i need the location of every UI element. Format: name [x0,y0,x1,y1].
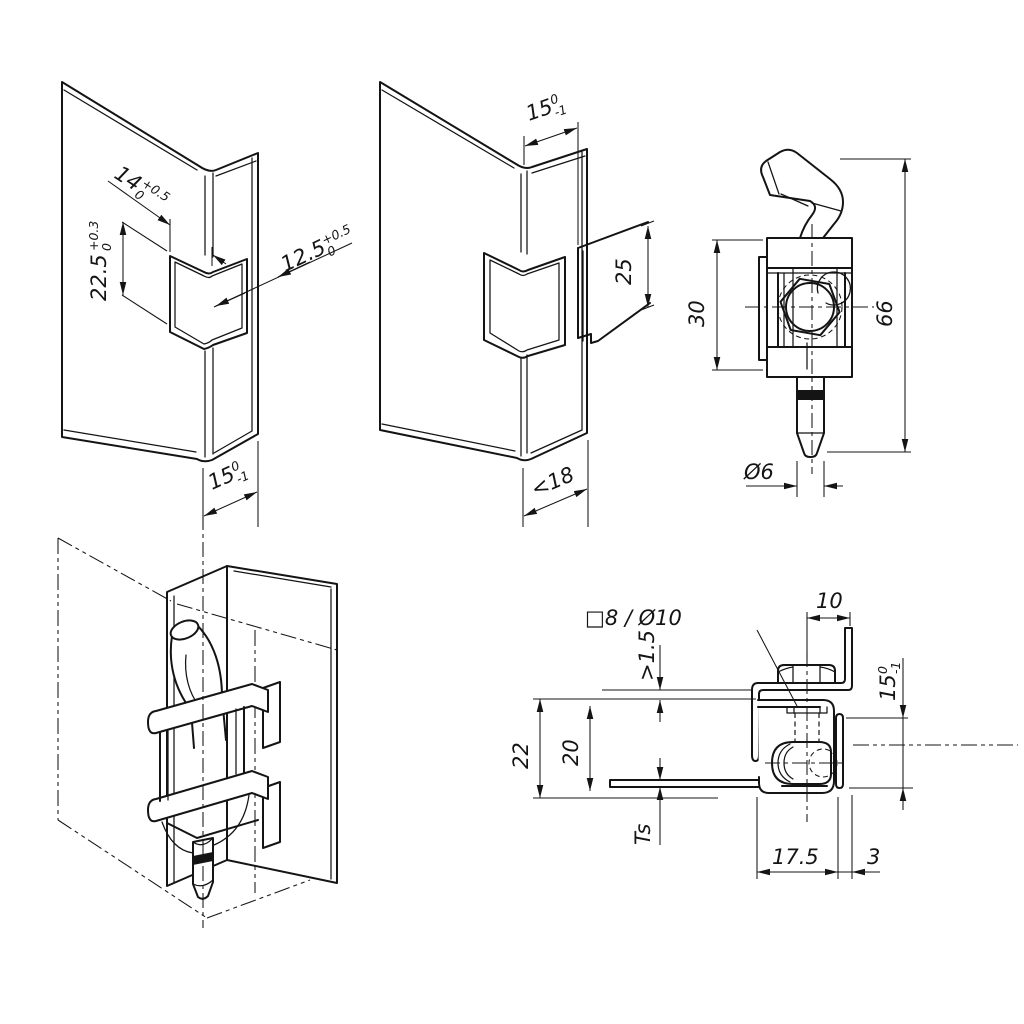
panel-outline-rear [379,81,588,462]
svg-text:>1.5: >1.5 [635,630,659,681]
dim-height-22: 22 [509,742,533,769]
svg-text:15: 15 [876,674,900,701]
dim-panel-thickness: Ts [631,824,655,845]
frame-profile [751,627,853,762]
svg-text:0: 0 [99,243,114,251]
svg-text:Ts: Ts [631,824,655,845]
dim-clearance: >1.5 [635,630,659,681]
svg-text:20: 20 [559,739,583,766]
svg-text:-1: -1 [888,662,903,674]
dim-strip-height: 25 [612,258,636,285]
dim-strip-height-section: 15 0 -1 [875,662,903,701]
frame-return-strip-section [835,713,844,789]
svg-text:+0.5: +0.5 [319,221,353,247]
svg-text:-1: -1 [234,468,251,487]
svg-text:30: 30 [685,300,709,327]
svg-text:22.5: 22.5 [87,254,111,301]
dim-total-height: 66 [873,300,897,327]
dim-depth-17-5: 17.5 [772,845,819,869]
view-mounting-section: 10 >1.5 22 20 Ts 15 0 - [509,589,1018,879]
dim-offset-3: 3 [867,845,880,869]
dim-flange-width-rear: 15 0 -1 [523,91,569,126]
dim-body-height: 30 [685,300,709,327]
view-panel-cutout-inside-iso: 15 0 -1 25 <18 [379,81,655,527]
view-assembly-iso [57,515,338,928]
pin-groove [797,390,824,400]
dim-drive-callout: □8 / Ø10 [585,606,682,630]
dim-height-20: 20 [559,739,583,766]
corner-cutout [169,255,248,350]
dim-flange-width-front: 15 0 -1 [204,457,251,494]
panel-outline [61,81,259,463]
corner-cutout-rear [483,252,566,359]
door-sheet [609,779,783,788]
view-panel-cutout-outside-iso: 14 +0.5 0 22.5 +0.3 0 12.5 +0.5 0 15 0 -… [61,81,353,527]
dim-cutout-height: 22.5 +0.3 0 [86,221,114,301]
svg-text:25: 25 [612,258,636,285]
svg-text:66: 66 [873,300,897,327]
dim-bolt-offset: 10 [816,589,843,613]
dim-cutout-depth: 12.5 +0.5 0 [277,221,353,276]
phantom-door-panel [57,537,338,919]
svg-text:0: 0 [875,666,890,674]
clamp-bracket [147,683,269,854]
hook-arm [760,148,844,239]
svg-text:+0.3: +0.3 [86,221,101,251]
hinge-pin [796,376,825,458]
dim-pin-diameter: Ø6 [743,460,774,484]
svg-text:-1: -1 [552,102,569,120]
frame-return-strip [577,221,651,344]
svg-text:22: 22 [509,742,533,769]
view-latch-front: 30 66 Ø6 [685,148,911,497]
